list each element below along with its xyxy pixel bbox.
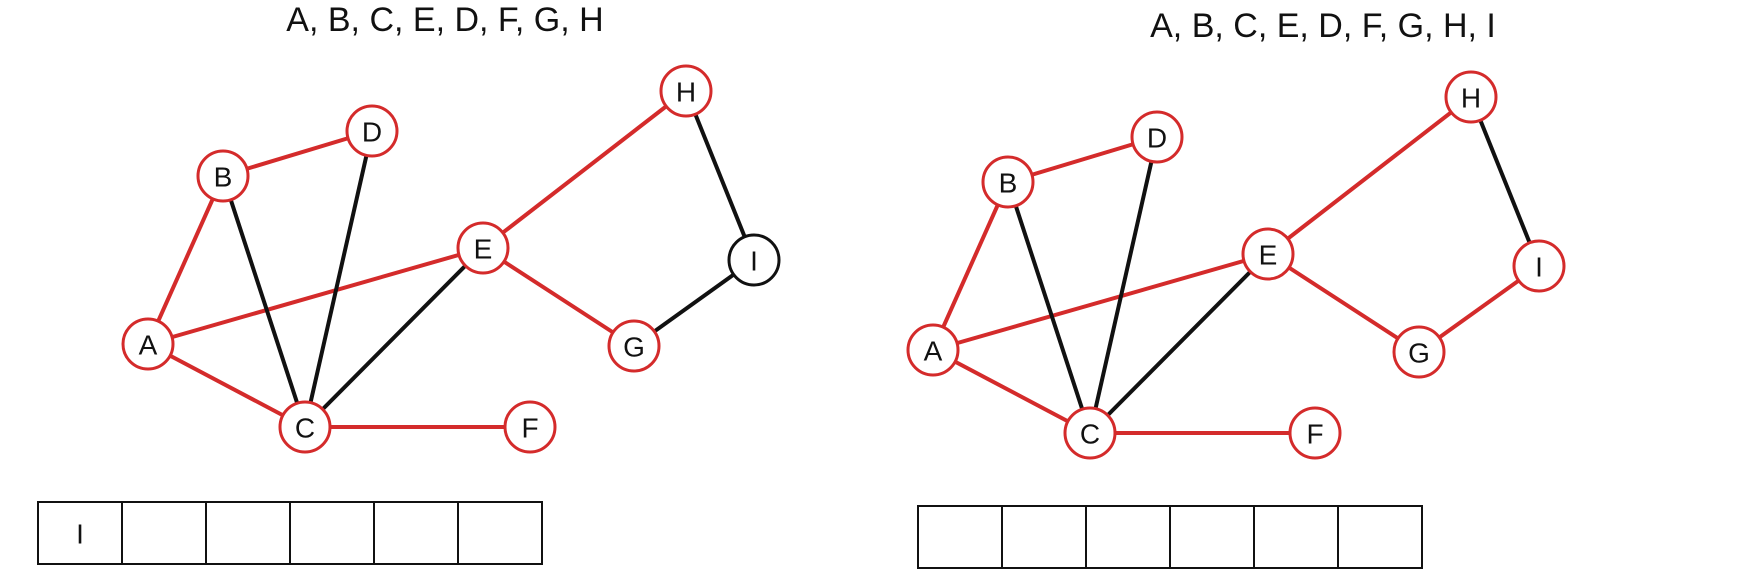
queue-cell bbox=[917, 505, 1003, 569]
queue-cell bbox=[1253, 505, 1339, 569]
node-e: E bbox=[1241, 227, 1295, 281]
node-circle bbox=[1130, 110, 1184, 164]
queue-cell bbox=[373, 501, 459, 565]
node-g: G bbox=[1392, 325, 1446, 379]
node-label: I bbox=[750, 246, 758, 277]
edge-a-c bbox=[932, 348, 1091, 435]
queue-cell bbox=[457, 501, 543, 565]
edge-e-g bbox=[481, 246, 636, 348]
graph-panel-2: A B C D E F G H I bbox=[906, 70, 1566, 460]
edge-c-e bbox=[1088, 252, 1270, 435]
panel-2-title: A, B, C, E, D, F, G, H, I bbox=[1150, 7, 1496, 45]
node-e: E bbox=[456, 221, 510, 275]
node-circle bbox=[1063, 406, 1117, 460]
node-label: H bbox=[1461, 83, 1481, 114]
queue-cell bbox=[1001, 505, 1087, 569]
node-circle bbox=[278, 400, 332, 454]
node-f: F bbox=[1288, 406, 1342, 460]
node-circle bbox=[1444, 70, 1498, 124]
node-circle bbox=[345, 104, 399, 158]
edge-e-h bbox=[1266, 95, 1473, 256]
panel-1-title: A, B, C, E, D, F, G, H bbox=[286, 1, 604, 39]
node-d: D bbox=[345, 104, 399, 158]
node-circle bbox=[659, 64, 713, 118]
edge-b-c bbox=[1006, 181, 1092, 434]
node-label: C bbox=[1080, 419, 1100, 450]
edge-h-i bbox=[1469, 96, 1541, 267]
queue-cell bbox=[37, 501, 123, 565]
node-label: I bbox=[1535, 252, 1543, 283]
node-f: F bbox=[503, 400, 557, 454]
node-label: B bbox=[999, 168, 1018, 199]
node-circle bbox=[456, 221, 510, 275]
node-d: D bbox=[1130, 110, 1184, 164]
node-b: B bbox=[981, 155, 1035, 209]
edge-e-g bbox=[1266, 252, 1421, 354]
node-circle bbox=[981, 155, 1035, 209]
edge-c-d bbox=[1088, 136, 1159, 434]
queue-cell bbox=[121, 501, 207, 565]
node-circle bbox=[1392, 325, 1446, 379]
edge-h-i bbox=[684, 90, 756, 261]
edge-b-c bbox=[221, 175, 307, 428]
node-circle bbox=[727, 233, 781, 287]
node-a: A bbox=[121, 317, 175, 371]
node-circle bbox=[906, 323, 960, 377]
node-label: B bbox=[214, 162, 233, 193]
queue-cell-value: I bbox=[76, 519, 84, 550]
node-i: I bbox=[1512, 239, 1566, 293]
queue-cell bbox=[289, 501, 375, 565]
edge-a-b bbox=[146, 175, 225, 345]
node-label: C bbox=[295, 413, 315, 444]
node-b: B bbox=[196, 149, 250, 203]
node-h: H bbox=[659, 64, 713, 118]
node-label: E bbox=[1259, 240, 1278, 271]
node-label: G bbox=[1408, 338, 1430, 369]
node-c: C bbox=[278, 400, 332, 454]
node-circle bbox=[1288, 406, 1342, 460]
node-label: A bbox=[924, 336, 943, 367]
node-label: A bbox=[139, 330, 158, 361]
edge-c-d bbox=[303, 130, 374, 428]
node-label: D bbox=[1147, 123, 1167, 154]
node-g: G bbox=[607, 319, 661, 373]
node-label: F bbox=[521, 413, 538, 444]
queue-cell bbox=[1085, 505, 1171, 569]
queue-cell bbox=[1337, 505, 1423, 569]
node-a: A bbox=[906, 323, 960, 377]
queue-cell bbox=[1169, 505, 1255, 569]
graph-panel-1: A B C D E F G H I bbox=[121, 64, 781, 454]
queue-2 bbox=[917, 505, 1423, 569]
node-h: H bbox=[1444, 70, 1498, 124]
edge-a-e bbox=[147, 246, 484, 346]
node-circle bbox=[607, 319, 661, 373]
edge-a-e bbox=[932, 252, 1269, 352]
edge-a-b bbox=[931, 181, 1010, 351]
node-circle bbox=[1512, 239, 1566, 293]
queue-1: I bbox=[37, 501, 543, 565]
node-label: D bbox=[362, 117, 382, 148]
node-label: F bbox=[1306, 419, 1323, 450]
edge-e-h bbox=[481, 89, 688, 250]
node-circle bbox=[121, 317, 175, 371]
edge-c-e bbox=[303, 246, 485, 429]
node-circle bbox=[196, 149, 250, 203]
node-c: C bbox=[1063, 406, 1117, 460]
node-i: I bbox=[727, 233, 781, 287]
edge-a-c bbox=[147, 342, 306, 429]
node-circle bbox=[503, 400, 557, 454]
node-label: H bbox=[676, 77, 696, 108]
node-circle bbox=[1241, 227, 1295, 281]
node-label: G bbox=[623, 332, 645, 363]
node-label: E bbox=[474, 234, 493, 265]
queue-cell bbox=[205, 501, 291, 565]
